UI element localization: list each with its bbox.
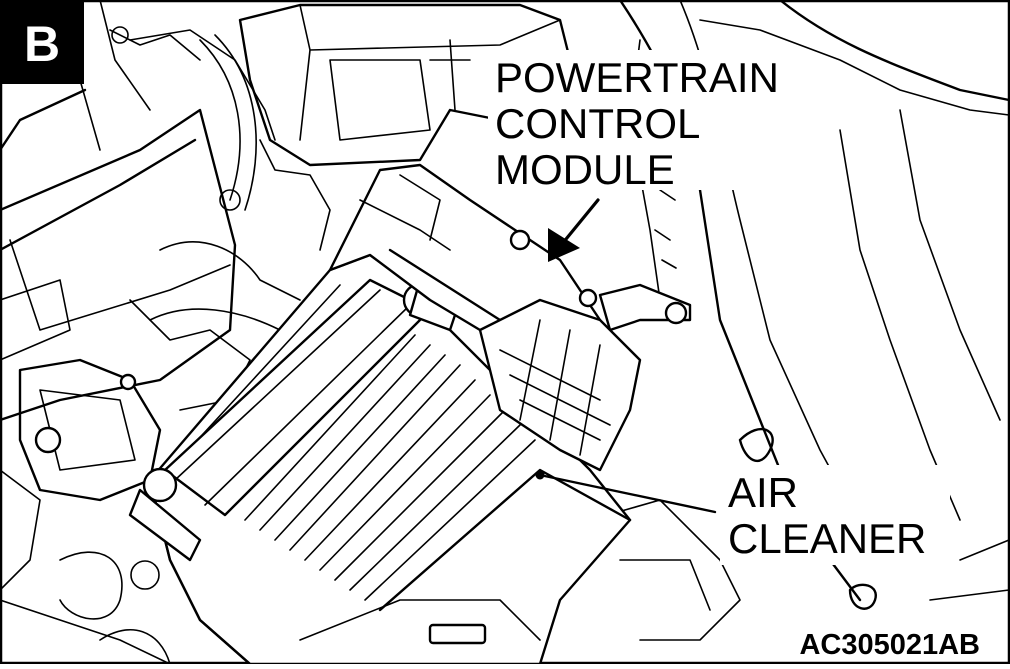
powertrain-control-module-callout: POWERTRAIN CONTROL MODULE — [488, 50, 808, 262]
panel-label-box: B — [0, 0, 84, 84]
pcm-arrow-head — [548, 228, 580, 262]
figure-code: AC305021AB — [799, 629, 980, 661]
pcm-arrow-shaft — [560, 198, 600, 246]
callout-backdrop — [488, 50, 808, 190]
air-cleaner-callout: AIR CLEANER — [535, 465, 950, 565]
air-cleaner-leader-line — [538, 473, 717, 514]
panel-letter: B — [24, 16, 60, 72]
pcm-label-line2: CONTROL — [495, 100, 700, 147]
air-cleaner-label-line2: CLEANER — [728, 515, 926, 562]
panel-label-background — [0, 0, 84, 84]
pcm-label-line3: MODULE — [495, 146, 675, 193]
figure-code-backdrop — [760, 625, 980, 661]
air-cleaner-leader-dot — [535, 470, 545, 480]
air-cleaner-housing — [128, 163, 642, 666]
air-cleaner-label-line1: AIR — [728, 469, 798, 516]
pcm-label-line1: POWERTRAIN — [495, 54, 779, 101]
callout-backdrop — [720, 465, 950, 565]
